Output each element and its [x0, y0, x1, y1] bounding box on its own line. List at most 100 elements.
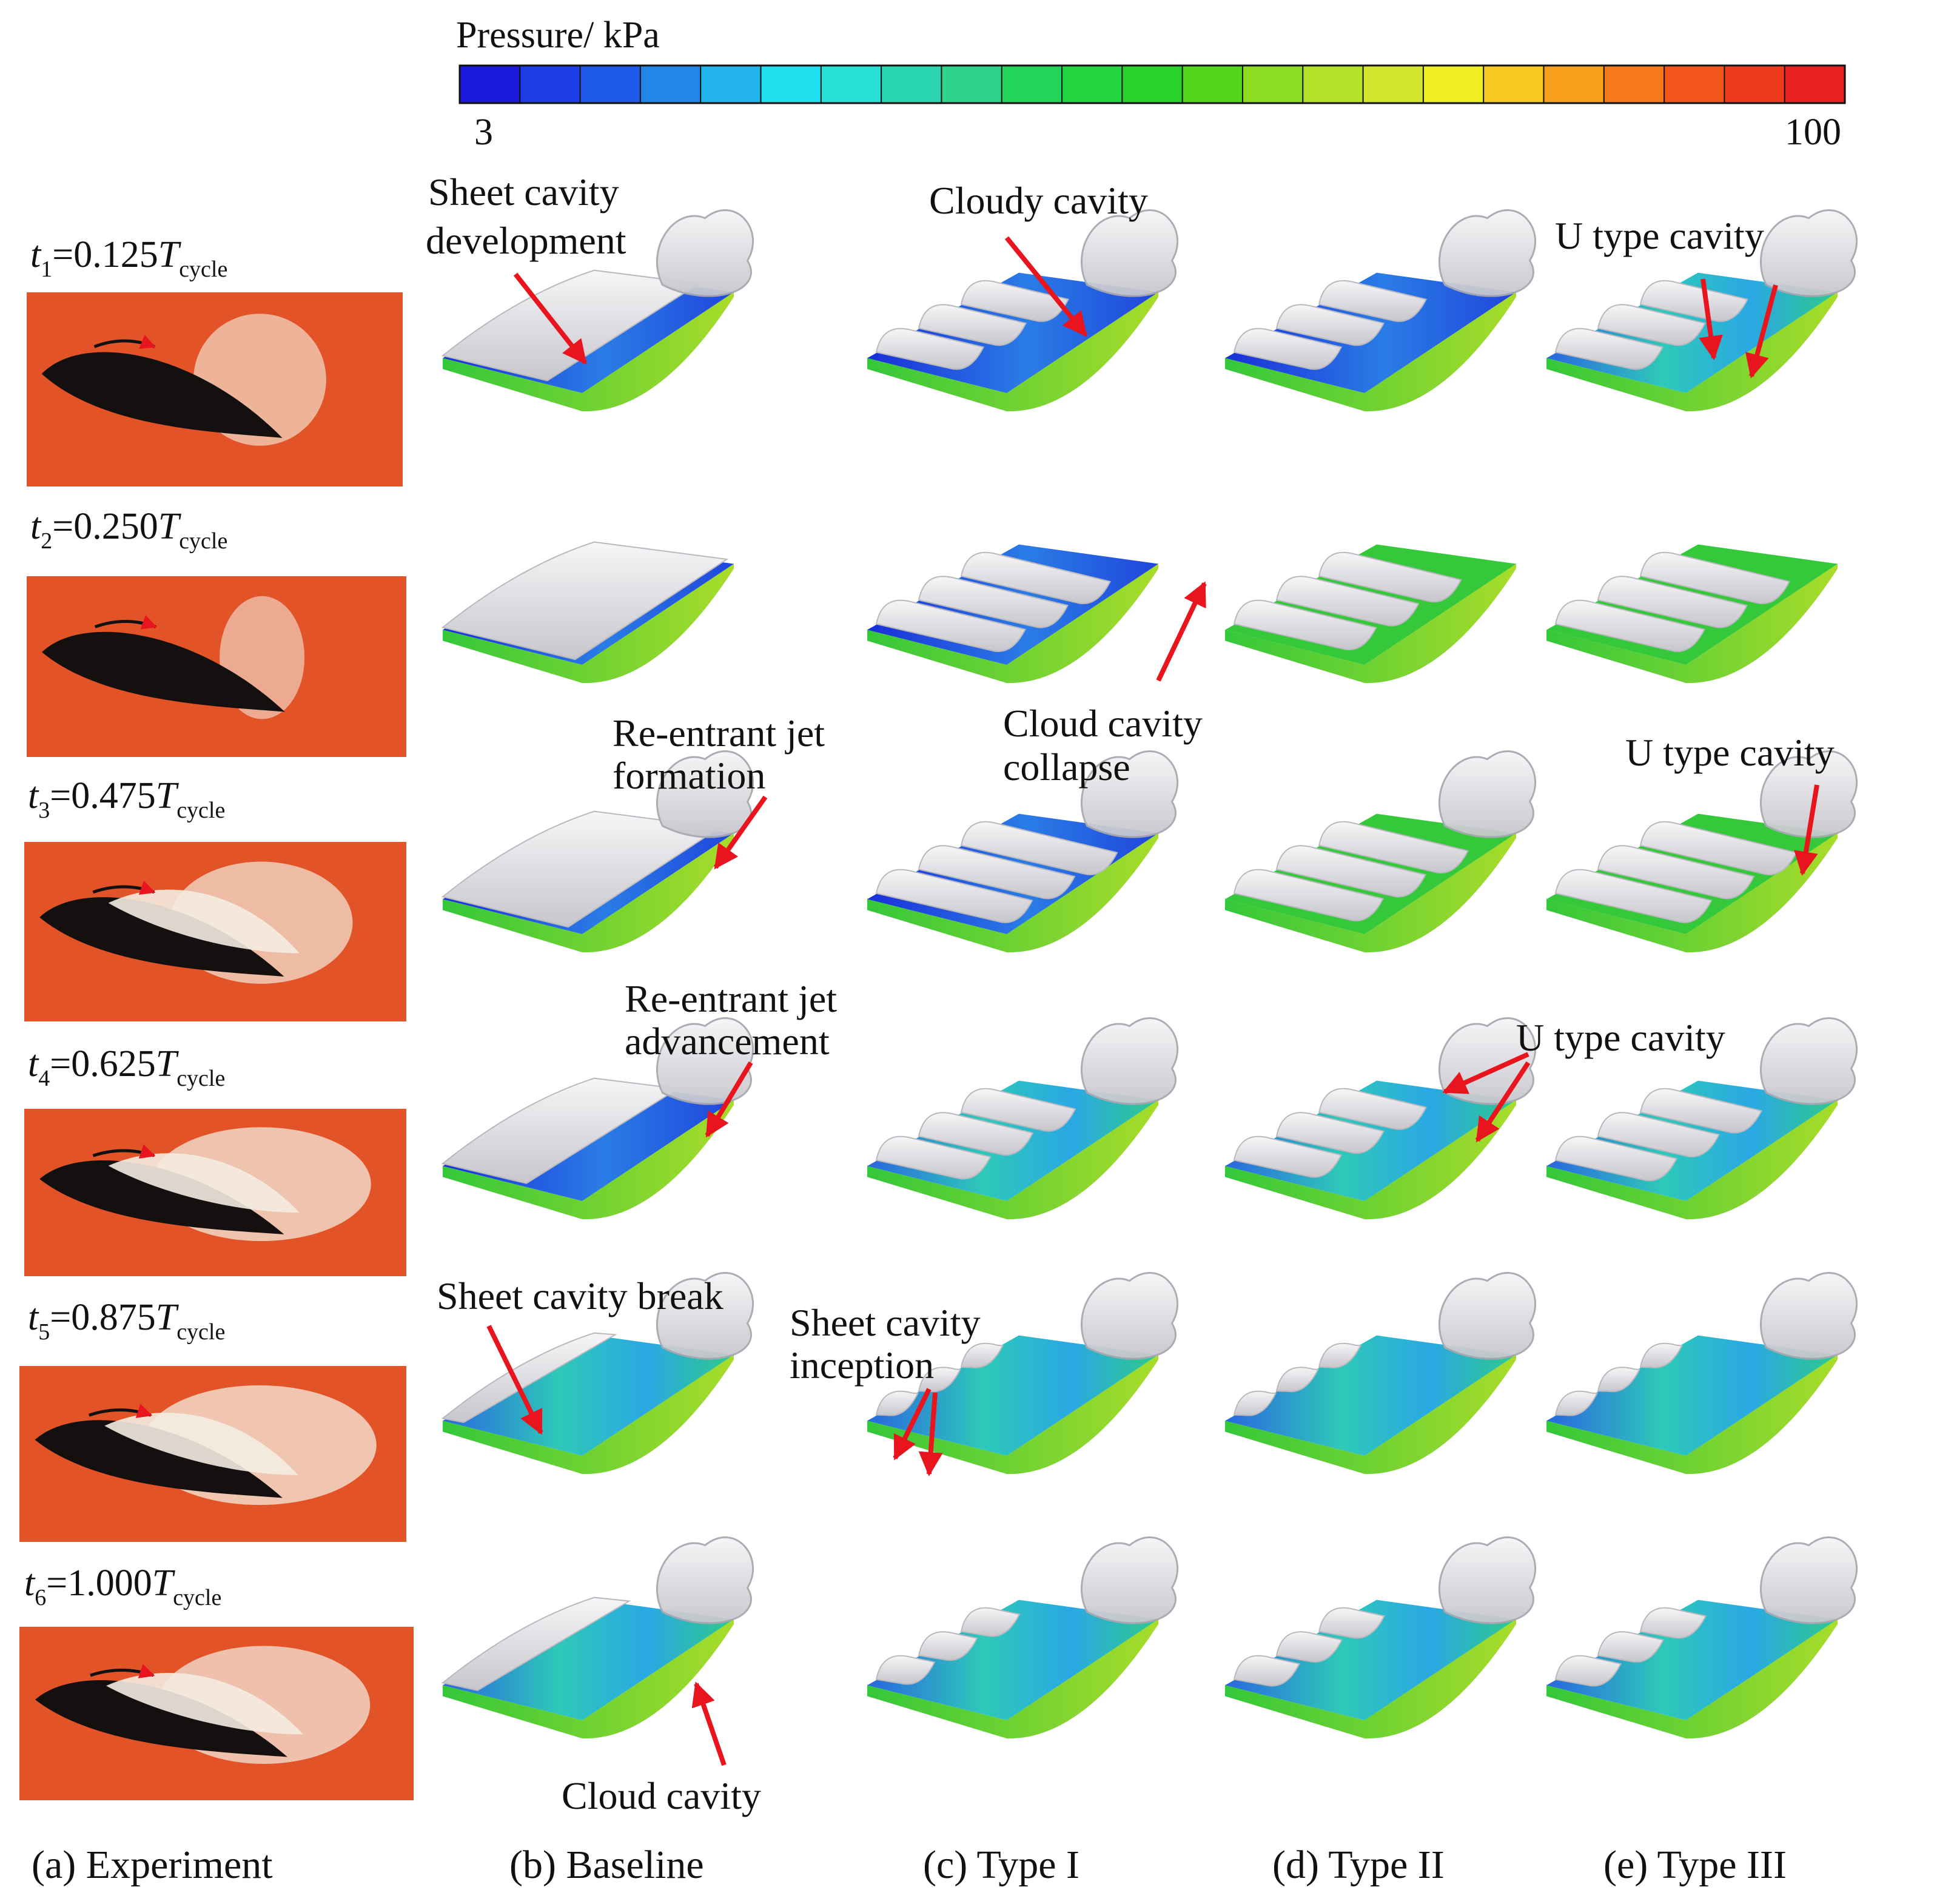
finger-cavity [1554, 1655, 1622, 1687]
finger-cavity [1275, 1112, 1385, 1154]
hydrofoil-side [443, 833, 734, 953]
finger-cavity [875, 1655, 936, 1685]
cloud-cavity [1759, 1536, 1858, 1624]
pressure-colorbar: Pressure/ kPa 3 100 [456, 15, 1846, 153]
finger-cavity [960, 551, 1111, 605]
annotation-cloud-collapse-1: Cloud cavity [1003, 702, 1203, 745]
finger-cavity [1597, 304, 1706, 346]
experiment-photo [27, 292, 403, 486]
simulation-panel [441, 1536, 754, 1739]
experiment-photo [27, 576, 406, 757]
colorbar-max-label: 100 [1785, 112, 1841, 153]
simulation-panel [1225, 1536, 1537, 1739]
flow-arrow [92, 880, 156, 895]
simulation-panel [1546, 1536, 1858, 1739]
colorbar-cell [1242, 66, 1303, 103]
hydrofoil-surface [1225, 1335, 1516, 1456]
time-T-sub: cycle [173, 1585, 221, 1610]
annotation-sheet-development-2: development [426, 219, 626, 262]
time-T: T [156, 1297, 180, 1338]
sheet-cavity [441, 1596, 631, 1691]
colorbar-cell [821, 66, 882, 103]
time-var: t [28, 1043, 39, 1085]
sheet-cavity [108, 1153, 300, 1213]
finger-cavity [1275, 845, 1426, 898]
time-var: t [30, 234, 42, 275]
flow-arrow [89, 1404, 153, 1418]
time-sub: 3 [38, 798, 50, 823]
time-var: t [30, 506, 42, 547]
colorbar-cell [580, 66, 641, 103]
colorbar-cell [760, 66, 822, 103]
colorbar-min-label: 3 [474, 112, 493, 153]
finger-cavity [1554, 1390, 1598, 1416]
colorbar-cell [881, 66, 942, 103]
finger-cavity [1639, 1342, 1683, 1368]
colorbar-cell [1423, 66, 1484, 103]
annotation-reentrant-formation-2: formation [613, 754, 765, 797]
simulation-panel [441, 209, 754, 412]
time-T-sub: cycle [179, 528, 227, 554]
cloud-cavity [1080, 1272, 1179, 1360]
sheet-cavity [104, 1413, 298, 1475]
time-label: t4=0.625Tcycle [28, 1043, 225, 1091]
hydrofoil-side [443, 292, 734, 412]
arrow-sheet-development [513, 272, 588, 365]
sheet-cavity [441, 541, 729, 661]
cloud-cavity [1438, 750, 1537, 838]
finger-cavity [1233, 328, 1342, 370]
cloud-cavity [1080, 750, 1179, 838]
time-label: t1=0.125Tcycle [30, 234, 227, 282]
cloud-cavity [1438, 1536, 1537, 1624]
finger-cavity [960, 1088, 1076, 1132]
simulation-panel [1546, 1017, 1858, 1220]
arrow-cloud-cavity [691, 1681, 727, 1766]
time-T: T [158, 506, 182, 547]
hydrofoil-side [867, 1354, 1158, 1475]
simulation-panel [441, 1017, 754, 1220]
colorbar-cell [520, 66, 581, 103]
annotation-reentrant-advancement-1: Re-entrant jet [625, 977, 837, 1020]
arrow-inception-a [893, 1388, 932, 1461]
finger-cavity [1639, 1088, 1762, 1134]
finger-cavity [1233, 869, 1384, 921]
annotation-cloudy-cavity: Cloudy cavity [929, 179, 1148, 222]
finger-cavity [1597, 1367, 1640, 1393]
column-label-type-iii: (e) Type III [1603, 1843, 1787, 1887]
arrow-u-type-1a [1699, 278, 1723, 360]
column-label-baseline: (b) Baseline [509, 1843, 704, 1887]
simulation-panel [1546, 209, 1858, 412]
finger-cavity [918, 845, 1076, 900]
simulation-panel [1546, 750, 1858, 953]
simulation-panel [867, 1272, 1179, 1475]
cloud-cavity [1759, 750, 1858, 838]
colorbar-cell [1363, 66, 1424, 103]
arrow-u-type-1b [1745, 284, 1778, 378]
simulation-panel [441, 1272, 754, 1475]
annotation-sheet-inception-1: Sheet cavity [790, 1301, 981, 1344]
finger-cavity [918, 304, 1027, 346]
annotation-u-type-cavity-4: U type cavity [1516, 1016, 1725, 1059]
annotation-sheet-inception-2: inception [790, 1344, 934, 1387]
time-sub: 4 [38, 1066, 50, 1091]
hydrofoil-side [1225, 292, 1516, 412]
colorbar-cell [1724, 66, 1785, 103]
colorbar-cell [1784, 66, 1845, 103]
arrow-inception-b [918, 1392, 943, 1476]
hydrofoil-side [1225, 1100, 1516, 1220]
finger-cavity [875, 328, 984, 370]
colorbar-title: Pressure/ kPa [456, 15, 660, 56]
cloud-cavity [656, 1272, 754, 1360]
cloud-cavity [656, 209, 754, 297]
time-value: =0.875 [50, 1297, 155, 1338]
simulation-panel [867, 1536, 1179, 1739]
hydrofoil-silhouette [35, 1680, 287, 1757]
finger-cavity [1233, 1390, 1277, 1416]
sheet-cavity [108, 889, 300, 954]
sheet-cavity [441, 810, 722, 928]
time-label: t3=0.475Tcycle [28, 775, 225, 823]
finger-cavity [1597, 845, 1755, 900]
arrow-reentrant-formation [713, 795, 768, 870]
annotation-cloud-collapse-2: collapse [1003, 745, 1130, 789]
